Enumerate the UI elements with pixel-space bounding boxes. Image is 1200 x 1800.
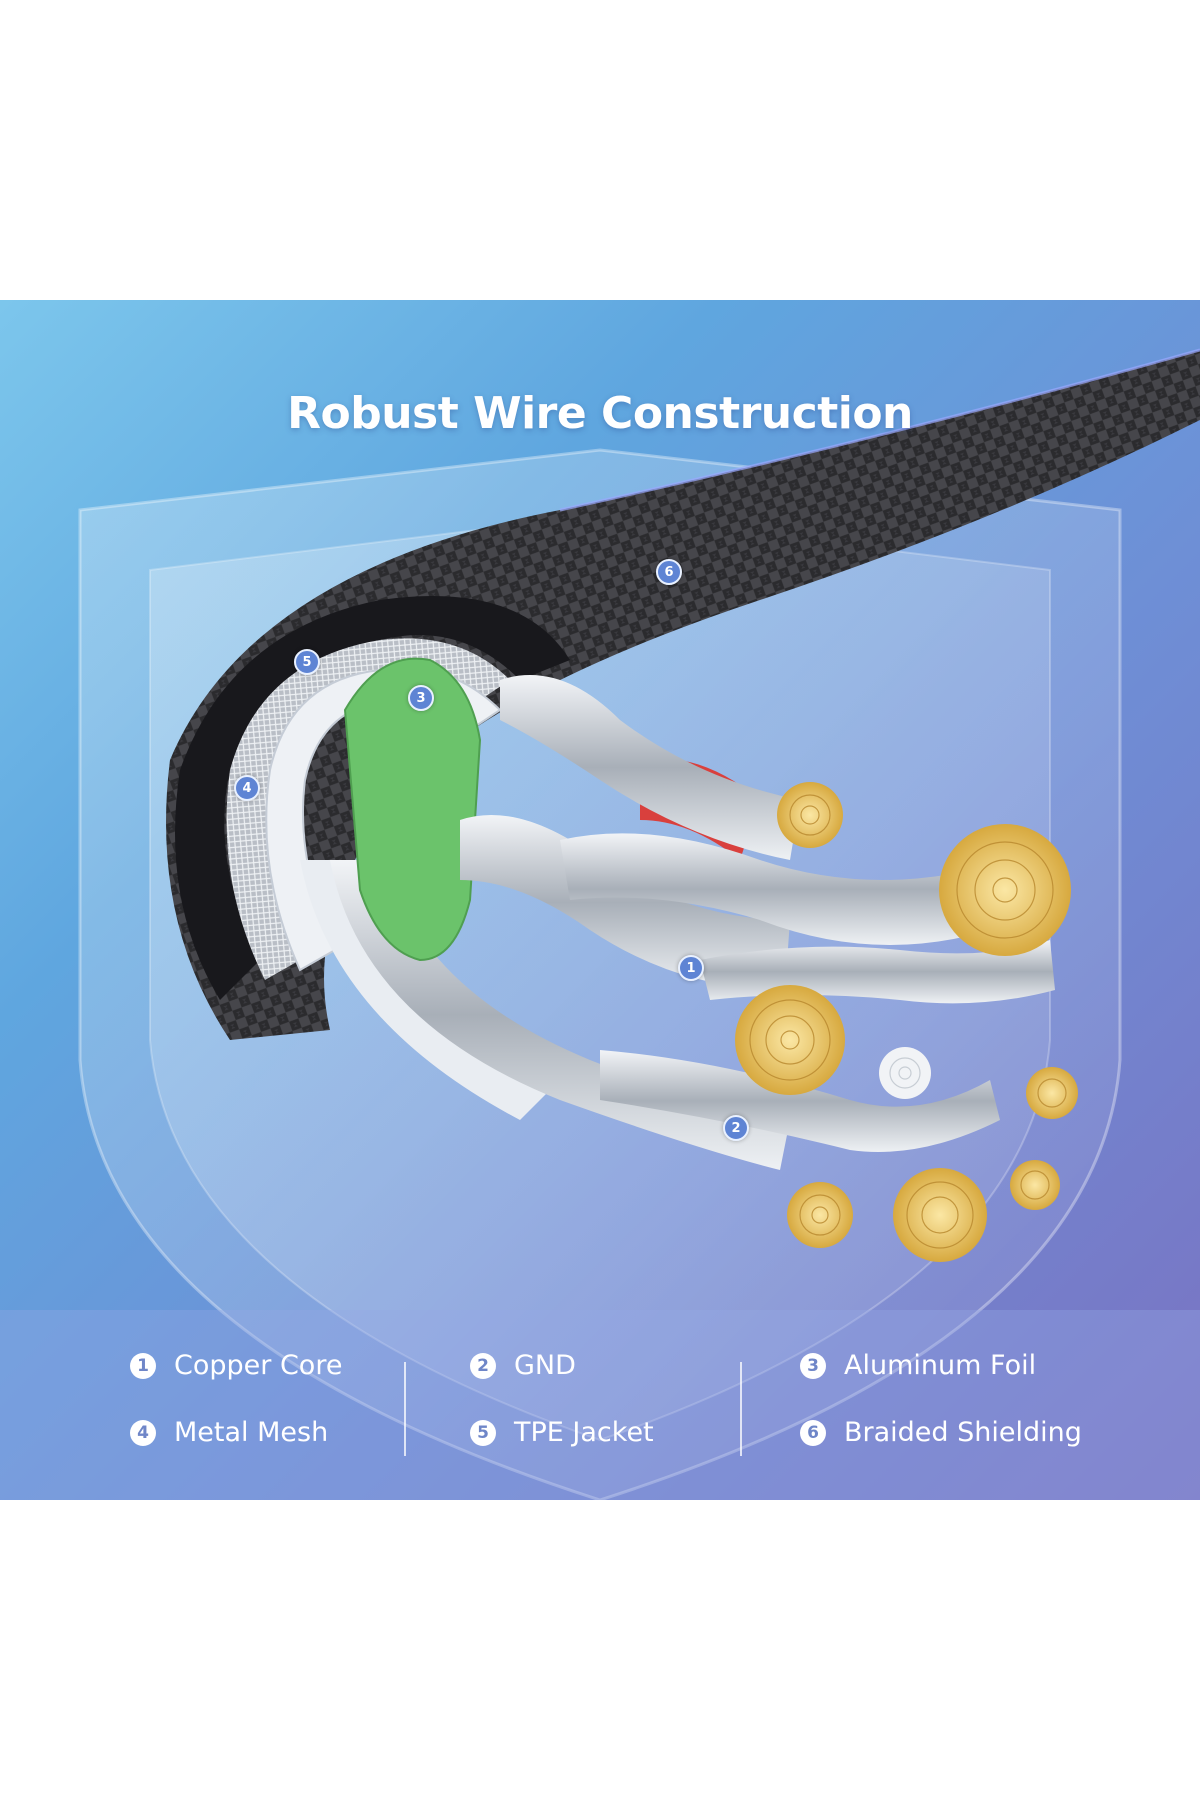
copper-strand-end-3 <box>735 985 845 1095</box>
copper-strand-end-7 <box>1010 1160 1060 1210</box>
copper-strand-end-1 <box>777 782 843 848</box>
legend-number-badge: 5 <box>470 1419 496 1446</box>
silver-strand-bundle-5 <box>600 1050 1000 1152</box>
product-banner: 6 5 3 4 1 2 Robust Wire Construction 1 C… <box>0 300 1200 1500</box>
callout-marker-1: 1 <box>678 955 704 981</box>
legend-number-badge: 1 <box>130 1352 156 1379</box>
legend-number-badge: 2 <box>470 1352 496 1379</box>
aluminum-strand-end <box>879 1047 931 1099</box>
tpe-jacket-ring <box>175 596 570 1000</box>
legend-label: GND <box>514 1350 576 1381</box>
legend-label: Metal Mesh <box>174 1417 329 1448</box>
callout-marker-6: 6 <box>656 559 682 585</box>
legend-item: 4 Metal Mesh <box>130 1417 328 1448</box>
callout-marker-3: 3 <box>408 685 434 711</box>
legend-number-badge: 6 <box>800 1419 826 1446</box>
legend-label: Aluminum Foil <box>844 1350 1037 1381</box>
callout-marker-5: 5 <box>294 649 320 675</box>
legend-number-badge: 4 <box>130 1419 156 1446</box>
legend-item: 2 GND <box>470 1350 576 1381</box>
callout-marker-4: 4 <box>234 775 260 801</box>
legend-label: TPE Jacket <box>514 1417 654 1448</box>
metal-mesh-layer <box>226 638 510 980</box>
braided-cable-body <box>166 350 1200 1040</box>
callout-marker-2: 2 <box>723 1115 749 1141</box>
legend-item: 5 TPE Jacket <box>470 1417 654 1448</box>
legend-label: Copper Core <box>174 1350 343 1381</box>
silver-strand-bundle-1 <box>500 675 800 860</box>
legend-divider <box>404 1362 406 1456</box>
copper-strand-end-2 <box>939 824 1071 956</box>
legend-label: Braided Shielding <box>844 1417 1082 1448</box>
copper-strand-end-4 <box>1026 1067 1078 1119</box>
legend-panel: 1 Copper Core 4 Metal Mesh 2 GND 5 TPE J… <box>0 1310 1200 1500</box>
copper-strand-end-5 <box>787 1182 853 1248</box>
silver-strand-bundle-3 <box>560 833 1020 945</box>
legend-item: 1 Copper Core <box>130 1350 342 1381</box>
silver-strand-bundle-2 <box>460 815 790 990</box>
legend-item: 3 Aluminum Foil <box>800 1350 1036 1381</box>
banner-title: Robust Wire Construction <box>287 388 913 439</box>
cable-cross-section-illustration <box>78 348 1200 1500</box>
legend-item: 6 Braided Shielding <box>800 1417 1082 1448</box>
legend-divider <box>740 1362 742 1456</box>
legend-number-badge: 3 <box>800 1352 826 1379</box>
